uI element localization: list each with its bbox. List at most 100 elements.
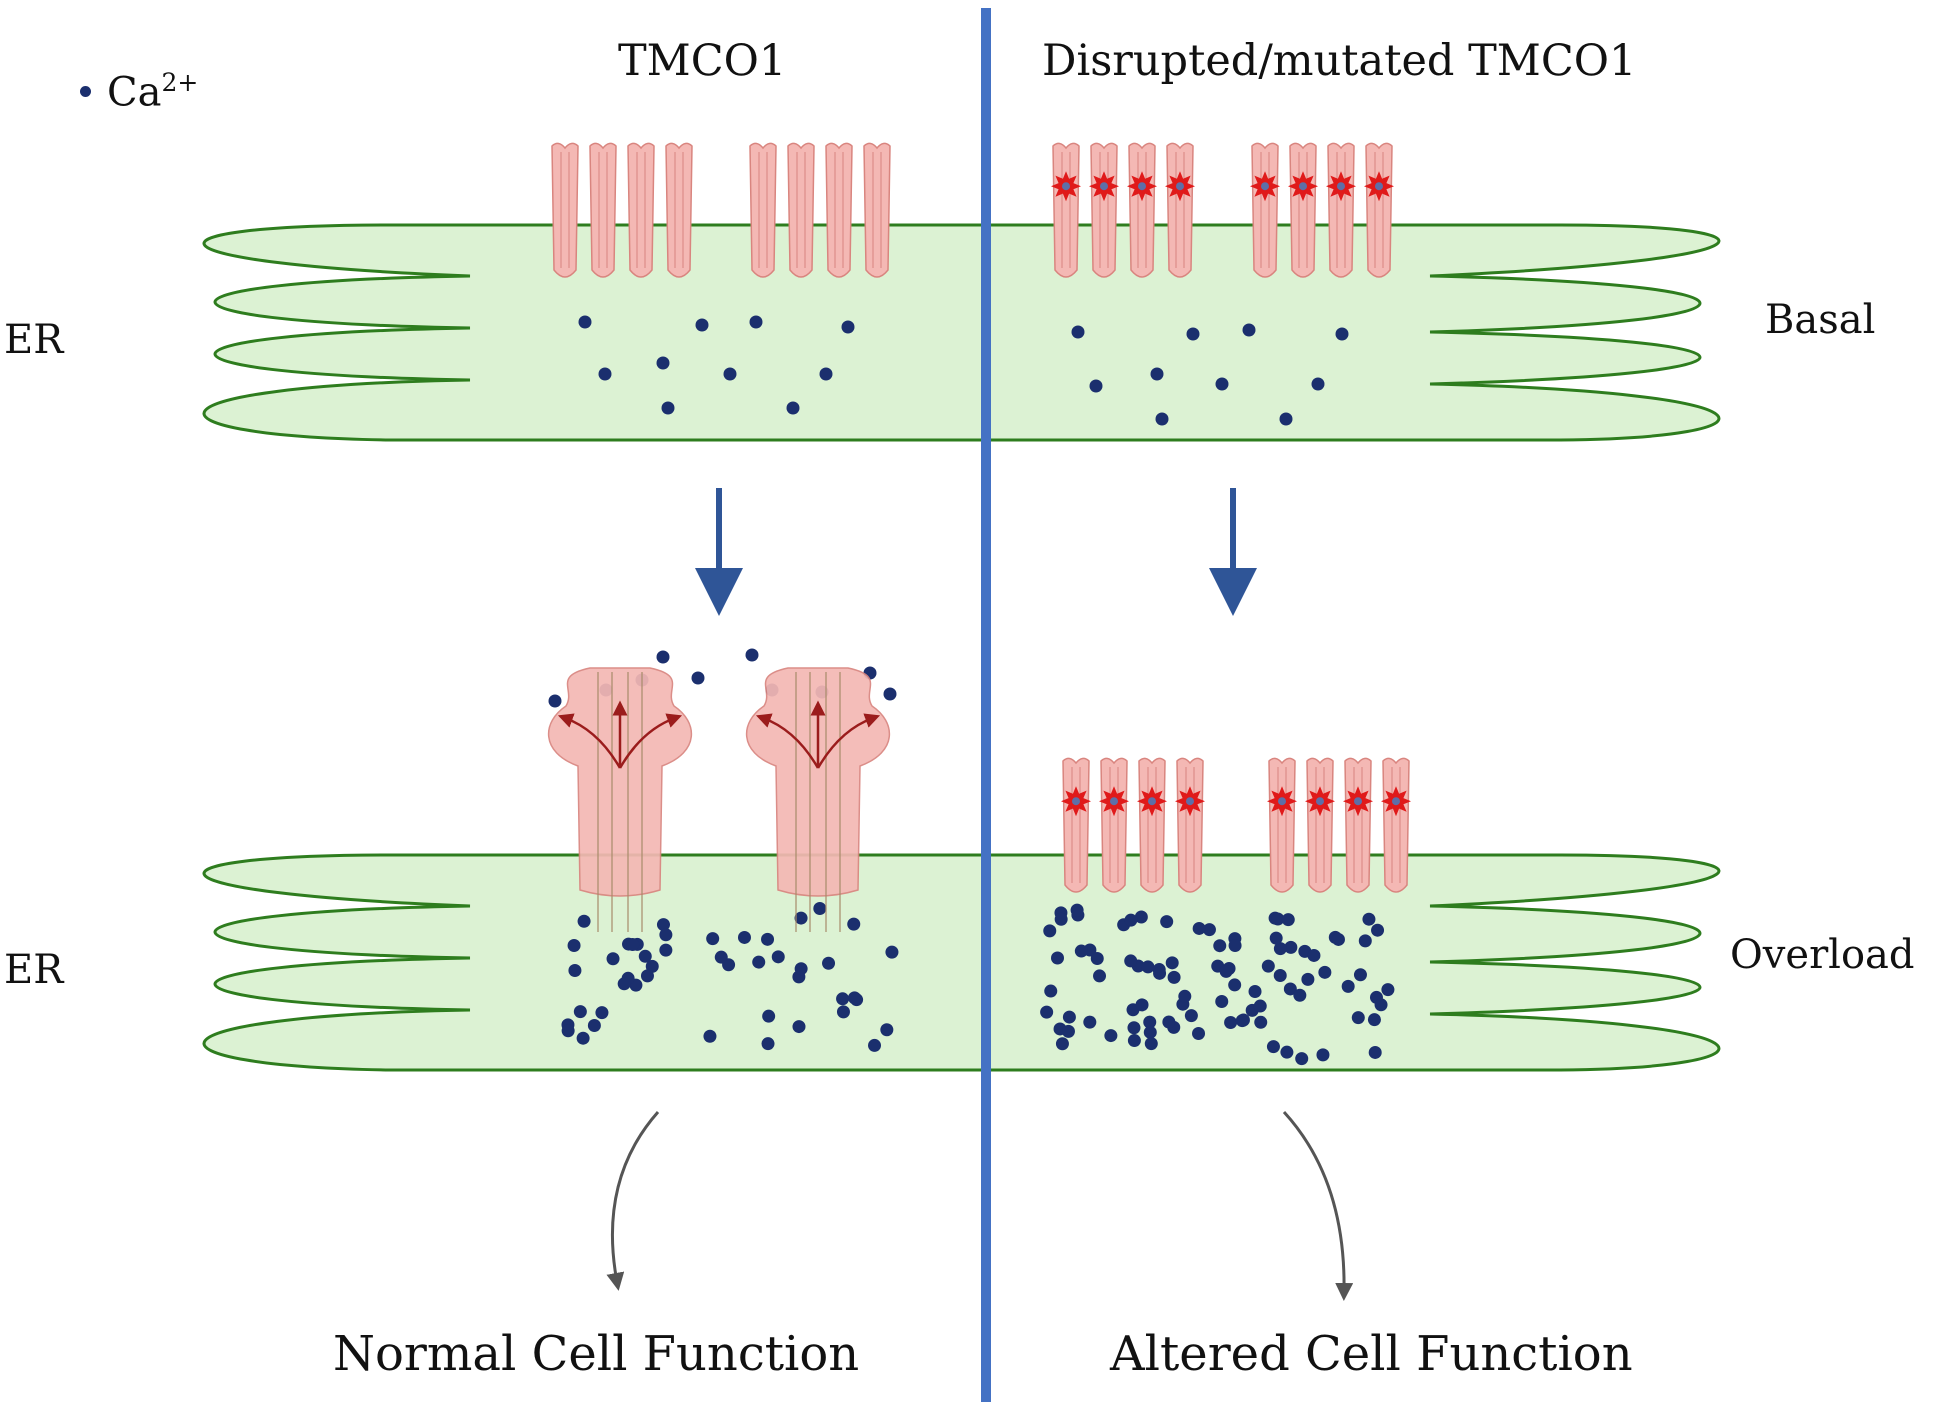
calcium-ion-icon [1242,323,1256,337]
calcium-ion-icon [880,1023,894,1037]
calcium-ion-icon [1271,912,1285,926]
calcium-ion-icon [703,1029,717,1043]
tmco1-protein-icon [551,142,579,278]
calcium-ion-icon [656,650,670,664]
calcium-ion-icon [1162,1015,1176,1029]
calcium-ion-icon [1293,988,1307,1002]
calcium-ion-icon [1062,1010,1076,1024]
arrow-layer [557,488,1354,1301]
calcium-ion-icon [595,1006,609,1020]
mutated-tmco1-icon [1267,757,1297,893]
calcium-ion-icon [1061,1024,1075,1038]
calcium-ion-icon [752,955,766,969]
tmco1-protein-icon [589,142,617,278]
calcium-release-arrow [618,713,683,769]
er-layer [202,223,1721,1072]
tmco1-protein-icon [665,142,693,278]
left-panel-title: TMCO1 [618,36,787,86]
calcium-ion-icon [1253,999,1267,1013]
calcium-ion-icon [659,943,673,957]
calcium-ion-icon [1228,978,1242,992]
calcium-ion-icon [1368,1045,1382,1059]
calcium-ion-icon [1178,989,1192,1003]
calcium-ion-icon [1155,412,1169,426]
calcium-ion-icon [885,945,899,959]
calcium-ion-icon [1143,1025,1157,1039]
calcium-ion-icon [1071,325,1085,339]
calcium-ion-icon [1254,1015,1268,1029]
calcium-ion-icon [1040,1005,1054,1019]
calcium-legend: Ca2+ [80,70,198,112]
calcium-release-arrow [755,713,820,769]
calcium-ion-icon [1093,969,1107,983]
calcium-ion-icon [587,1019,601,1033]
calcium-ion-icon [1358,934,1372,948]
calcium-ion-icon [1261,959,1275,973]
right-panel-title: Disrupted/mutated TMCO1 [1042,36,1637,86]
legend-charge-label: 2+ [161,68,199,97]
calcium-ion-icon [841,320,855,334]
calcium-ion-icon [661,401,675,415]
calcium-ion-icon [1127,1034,1141,1048]
calcium-ion-icon [1050,951,1064,965]
open-channel-icon [548,667,692,932]
calcium-ion-icon [1281,913,1295,927]
calcium-ion-icon [1090,952,1104,966]
tmco1-protein-icon [863,142,891,278]
calcium-ion-icon [1374,998,1388,1012]
calcium-ion-icon [723,367,737,381]
calcium-ion-icon [1165,956,1179,970]
mutated-tmco1-icon [1305,757,1335,893]
calcium-ion-icon [638,949,652,963]
calcium-ion-icon [626,938,640,952]
calcium-ion-icon [1353,968,1367,982]
calcium-ion-icon [883,687,897,701]
calcium-ion-icon [656,918,670,932]
calcium-ion-icon [1351,1011,1365,1025]
calcium-ion-icon [794,962,808,976]
mutated-tmco1-icon [1326,142,1356,278]
calcium-ion-icon [1215,995,1229,1009]
calcium-ion-icon [1219,964,1233,978]
calcium-ion-icon [1341,979,1355,993]
calcium-ion-icon [1153,966,1167,980]
calcium-ion-icon [1192,921,1206,935]
calcium-ion-icon [1044,984,1058,998]
calcium-ion-icon [1266,1040,1280,1054]
calcium-ion-icon [1311,377,1325,391]
calcium-ion-icon [836,1005,850,1019]
calcium-ion-icon [749,315,763,329]
calcium-ion-icon [1307,948,1321,962]
calcium-ion-icon [737,930,751,944]
calcium-ion-icon [1362,912,1376,926]
calcium-ion-icon [848,991,862,1005]
calcium-ion-icon [598,367,612,381]
calcium-ion-icon [578,315,592,329]
mutated-tmco1-icon [1250,142,1280,278]
calcium-ion-icon [1070,903,1084,917]
calcium-ion-icon [656,356,670,370]
calcium-ion-icon [1331,932,1345,946]
calcium-ion-icon [1135,998,1149,1012]
calcium-ion-icon [792,1020,806,1034]
calcium-ion-icon [714,950,728,964]
calcium-ion-icon [762,1009,776,1023]
er-left-overload [202,853,987,1072]
calcium-ion-icon [745,648,759,662]
calcium-ion-icon [567,938,581,952]
calcium-ion-icon [761,1037,775,1051]
basal-label: Basal [1765,297,1876,343]
calcium-ion-icon [1371,923,1385,937]
calcium-ion-icon [573,1005,587,1019]
calcium-ion-icon [659,928,673,942]
calcium-ion-icon [1236,1013,1250,1027]
calcium-ion-icon [1167,970,1181,984]
calcium-ion-icon [868,1038,882,1052]
calcium-ion-icon [819,367,833,381]
calcium-ion-icon [548,694,562,708]
er-left-basal [202,223,987,442]
calcium-ion-icon [1141,960,1155,974]
calcium-ion-icon [1055,1037,1069,1051]
calcium-ion-icon [1269,931,1283,945]
